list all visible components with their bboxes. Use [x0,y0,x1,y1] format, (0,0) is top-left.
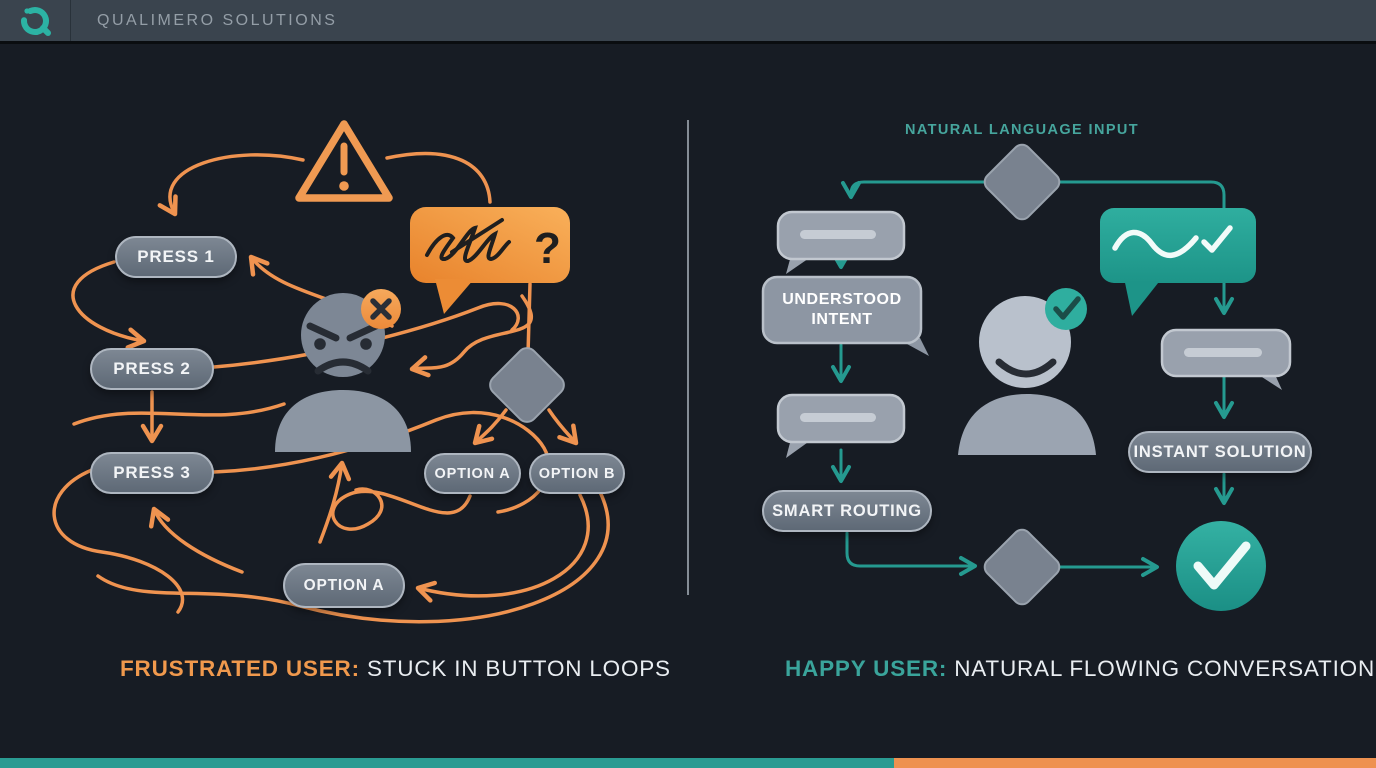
qualimero-ring-icon [21,6,51,36]
speech-bubble-icon-1 [776,210,906,274]
understood-intent-node: UNDERSTOOD INTENT [782,291,902,328]
check-icon-small [1201,225,1233,253]
question-mark: ? [534,224,561,273]
wave-icon [1112,229,1199,258]
flow-lines [831,180,1234,577]
check-badge-icon [1045,288,1087,330]
x-badge-icon [361,289,401,329]
bottom-bar-orange [894,758,1376,768]
speech-bubble-icon-3 [1160,328,1292,390]
option-b-button: OPTION B [529,453,625,494]
right-caption-highlight: HAPPY USER: [785,656,948,681]
left-caption-highlight: FRUSTRATED USER: [120,656,360,681]
natural-language-input-label: NATURAL LANGUAGE INPUT [904,122,1140,138]
check-circle-icon [1176,521,1266,611]
bottom-bar-teal [0,758,895,768]
angry-person-icon [275,289,411,452]
right-caption: HAPPY USER: NATURAL FLOWING CONVERSATION [785,656,1375,682]
left-caption-rest: STUCK IN BUTTON LOOPS [359,656,671,681]
diamond-icon-left [489,347,565,423]
brand-title: QUALIMERO SOLUTIONS [97,11,338,29]
diamond-icon-top [983,143,1061,221]
option-a-button: OPTION A [424,453,521,494]
right-caption-rest: NATURAL FLOWING CONVERSATION [947,656,1375,681]
bottom-accent-bar [0,758,1376,768]
option-a2-button: OPTION A [283,563,405,608]
top-bar: QUALIMERO SOLUTIONS [0,0,1376,44]
garbled-speech-bubble: ? [410,207,570,314]
left-caption: FRUSTRATED USER: STUCK IN BUTTON LOOPS [120,656,671,682]
diamond-icon-bottom [983,528,1061,606]
press-2-button: PRESS 2 [90,348,214,390]
warning-triangle-icon [295,120,393,202]
speech-bubble-icon-2 [776,393,906,458]
press-1-button: PRESS 1 [115,236,237,278]
press-3-button: PRESS 3 [90,452,214,494]
understood-intent-bubble [761,275,929,356]
brand-logo [0,0,71,41]
ai-reply-bubble [1100,208,1256,316]
instant-solution-node: INSTANT SOLUTION [1128,431,1312,473]
smart-routing-node: SMART ROUTING [762,490,932,532]
smiling-person-icon [958,288,1096,455]
